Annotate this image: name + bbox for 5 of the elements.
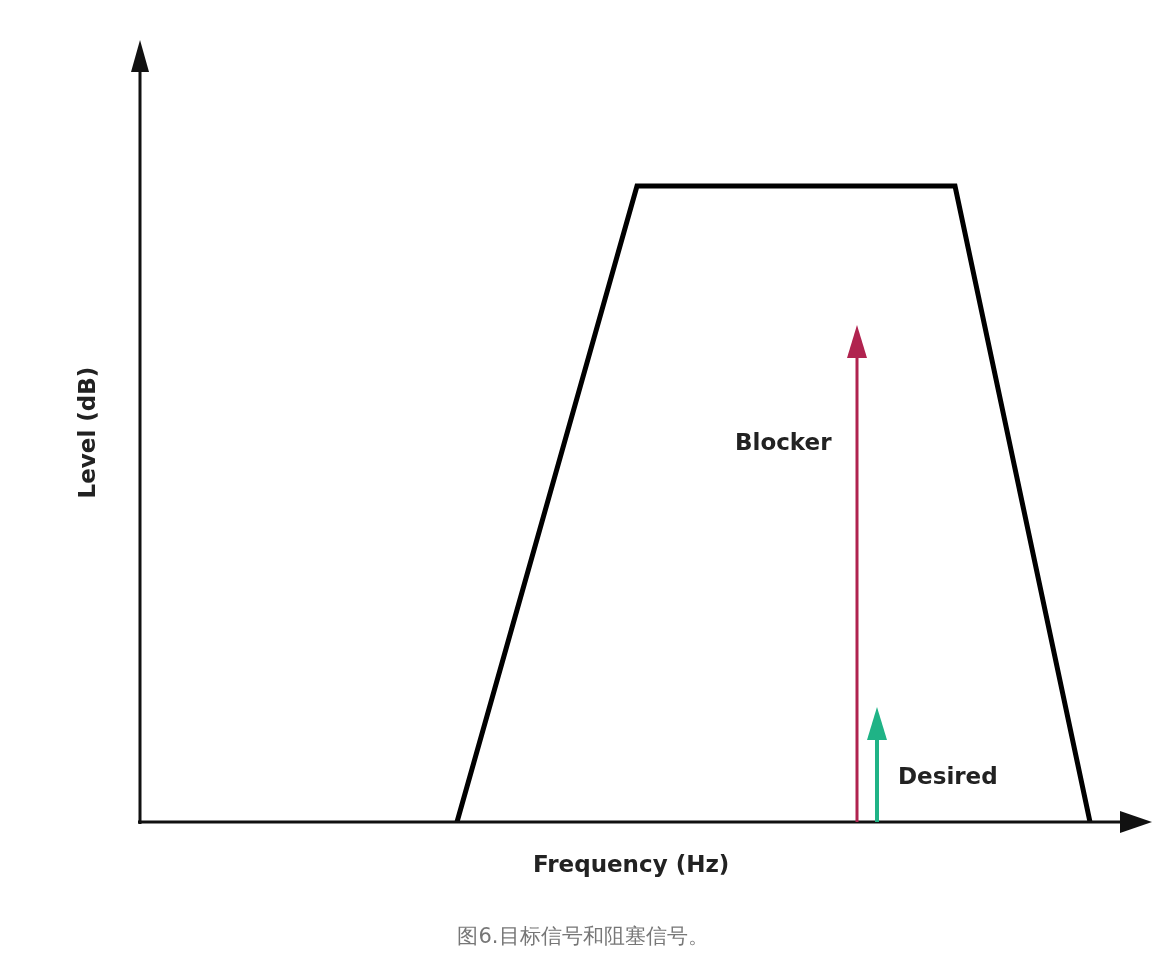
axis-label: Frequency (Hz)	[533, 853, 730, 876]
figure-caption: 图6.目标信号和阻塞信号。	[456, 923, 710, 950]
axis-label: Level (dB)	[76, 366, 100, 498]
signal-label: Desired	[898, 765, 998, 788]
signal-label: Blocker	[735, 431, 832, 454]
